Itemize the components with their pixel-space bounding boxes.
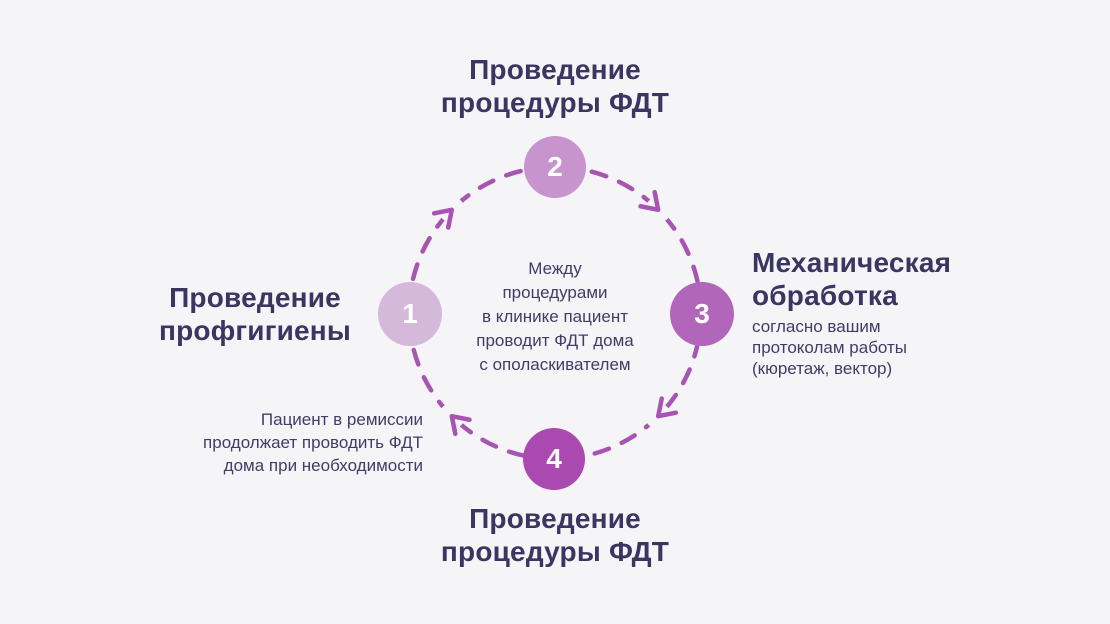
arrowhead-step3-to-step4-icon [655, 396, 679, 419]
step-2-title: Проведение процедуры ФДТ [440, 54, 670, 118]
arrowhead-step1-to-step2-icon [431, 207, 455, 230]
step-3-description: согласно вашим протоколам работы (кюрета… [752, 317, 908, 378]
arrowhead-step2-to-step3-icon [638, 189, 661, 213]
step-4-remission-note: Пациент в ремиссии продолжает проводить … [203, 410, 423, 475]
step-3-title: Механическая обработка [752, 247, 952, 311]
step-4-badge: 4 [523, 428, 585, 490]
step-2-badge: 2 [524, 136, 586, 198]
step-3-badge: 3 [670, 282, 734, 346]
arrowhead-step4-to-step1-icon [449, 413, 472, 437]
step-1-title: Проведение профгигиены [159, 282, 351, 346]
step-1-badge: 1 [378, 282, 442, 346]
step-4-title: Проведение процедуры ФДТ [440, 503, 670, 567]
center-note: Между процедурами в клинике пациент пров… [476, 259, 634, 374]
